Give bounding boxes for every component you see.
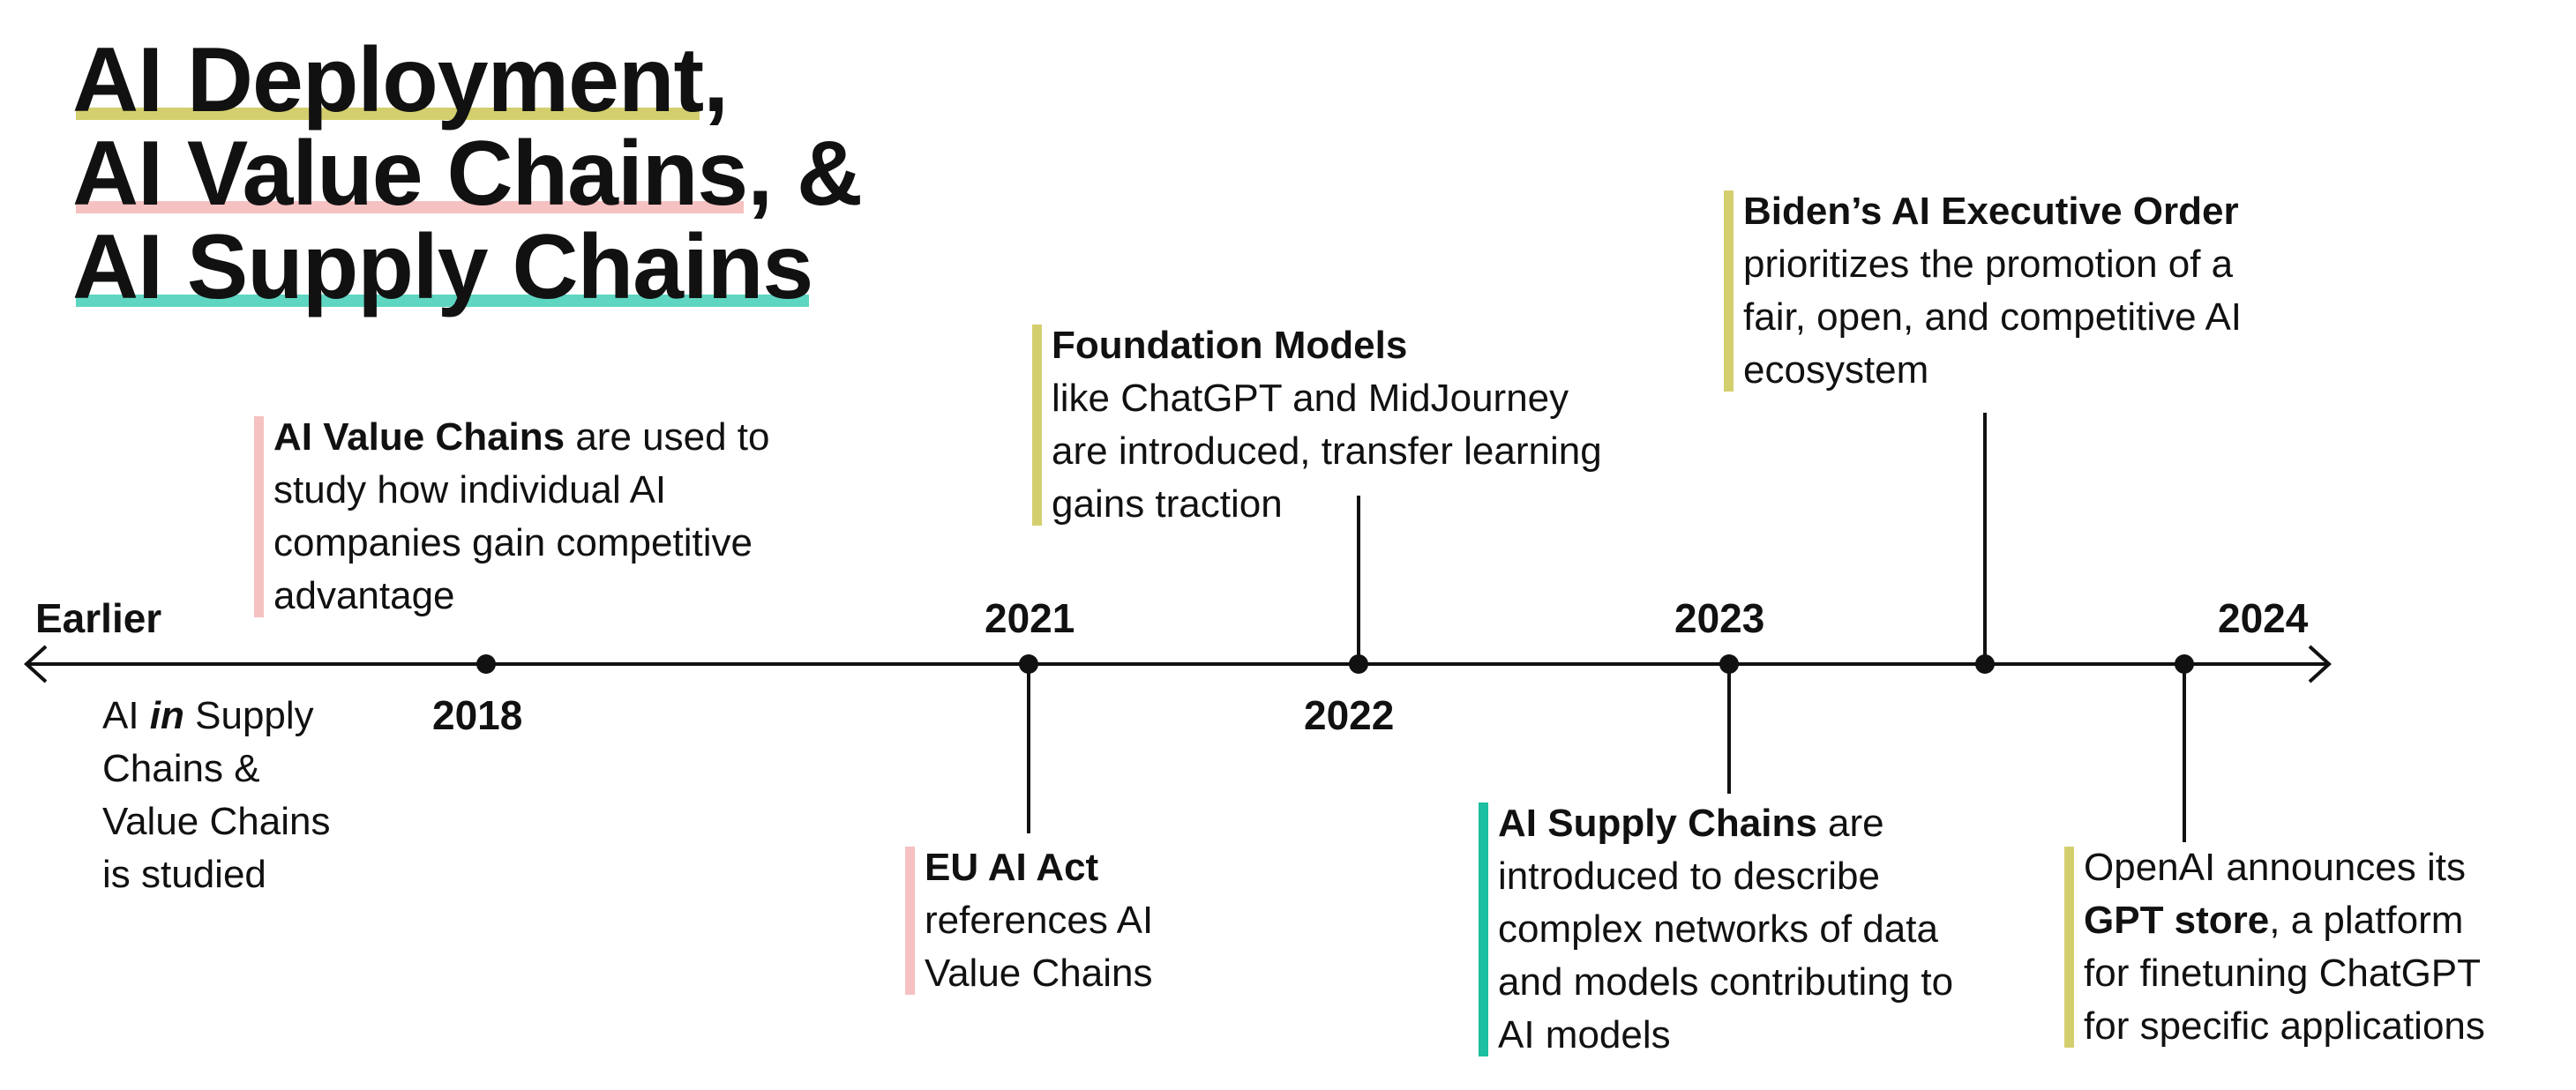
event-ai-value-chains: AI Value Chains are used to study how in… [254,411,769,623]
event-text: are used to [565,415,770,459]
event-line: EU AI Act [925,841,1153,894]
event-line: AI models [1498,1013,1671,1056]
title-punct-2: , & [747,123,863,225]
note-line-4: is studied [102,853,266,896]
event-line: and models contributing to [1498,960,1954,1004]
event-text: , a platform [2269,899,2464,942]
title-highlight-supply-chains: AI Supply Chains [72,220,813,314]
event-line: companies gain competitive [273,521,753,564]
title-highlight-value-chains: AI Value Chains [72,127,748,220]
title-text-value-chains: AI Value Chains [72,123,748,225]
event-line: AI Supply Chains are [1498,797,1953,850]
label-2022: 2022 [1304,692,1395,738]
event-heading: AI Supply Chains [1498,802,1817,845]
title-line-deployment: AI Deployment, [72,34,862,127]
event-heading: Biden’s AI Executive Order [1743,190,2239,233]
event-line: AI Value Chains are used to [273,411,769,464]
event-heading: Foundation Models [1052,324,1408,367]
event-line: GPT store, a platform [2084,894,2485,947]
event-biden-executive-order: Biden’s AI Executive Order prioritizes t… [1724,185,2242,397]
event-ai-supply-chains: AI Supply Chains are introduced to descr… [1479,797,1953,1062]
event-heading: AI Value Chains [273,415,565,459]
event-line: like ChatGPT and MidJourney [1052,377,1569,420]
label-2024: 2024 [2218,595,2309,641]
event-line: for finetuning ChatGPT [2084,952,2482,995]
timeline-dot-2018 [476,654,496,674]
event-line: OpenAI announces its [2084,846,2466,889]
event-line: advantage [273,574,455,617]
accent-bar-yellow [1032,325,1042,526]
note-ai-in-supply-chains: AI in Supply Chains & Value Chains is st… [102,690,330,901]
note-emphasis-in: in [149,694,184,737]
event-line: Value Chains [925,952,1153,995]
event-foundation-models: Foundation Models like ChatGPT and MidJo… [1032,319,1602,531]
title-highlight-deployment: AI Deployment [72,34,704,127]
event-text: are [1816,802,1884,845]
event-line: are introduced, transfer learning [1052,429,1602,473]
event-line: references AI [925,899,1154,942]
event-line: prioritizes the promotion of a [1743,243,2234,286]
title-punct-1: , [703,29,729,131]
title-text-deployment: AI Deployment [72,29,704,131]
label-2021: 2021 [985,595,1075,641]
event-line: ecosystem [1743,348,1929,392]
accent-bar-yellow [2064,847,2074,1048]
note-line-1: AI in Supply [102,690,330,743]
note-text: AI [102,694,150,737]
event-line: study how individual AI [273,468,667,511]
event-line: complex networks of data [1498,907,1938,951]
note-line-2: Chains & [102,747,260,790]
event-line: fair, open, and competitive AI [1743,295,2243,339]
axis-arrow-right-icon [2308,645,2332,683]
label-2018: 2018 [432,692,523,738]
event-heading: EU AI Act [925,846,1099,889]
note-text: Supply [183,694,314,737]
axis-arrow-left-icon [24,645,48,683]
diagram-title: AI Deployment, AI Value Chains, & AI Sup… [72,34,863,314]
event-line: Foundation Models [1052,319,1602,372]
label-earlier: Earlier [35,595,162,641]
event-line: for specific applications [2084,1004,2485,1048]
event-line: gains traction [1052,482,1283,526]
event-heading: GPT store [2084,899,2270,942]
label-2023: 2023 [1674,595,1765,641]
accent-bar-yellow [1724,190,1734,392]
accent-bar-pink [254,416,264,617]
event-line: Biden’s AI Executive Order [1743,185,2242,238]
title-line-supply-chains: AI Supply Chains [72,220,862,314]
event-line: introduced to describe [1498,855,1880,898]
note-line-3: Value Chains [102,800,331,843]
event-gpt-store: OpenAI announces its GPT store, a platfo… [2064,841,2485,1053]
accent-bar-pink [905,847,915,995]
title-text-supply-chains: AI Supply Chains [72,216,813,318]
title-line-value-chains: AI Value Chains, & [72,127,863,220]
event-eu-ai-act: EU AI Act references AI Value Chains [905,841,1153,1000]
accent-bar-teal [1479,803,1488,1056]
